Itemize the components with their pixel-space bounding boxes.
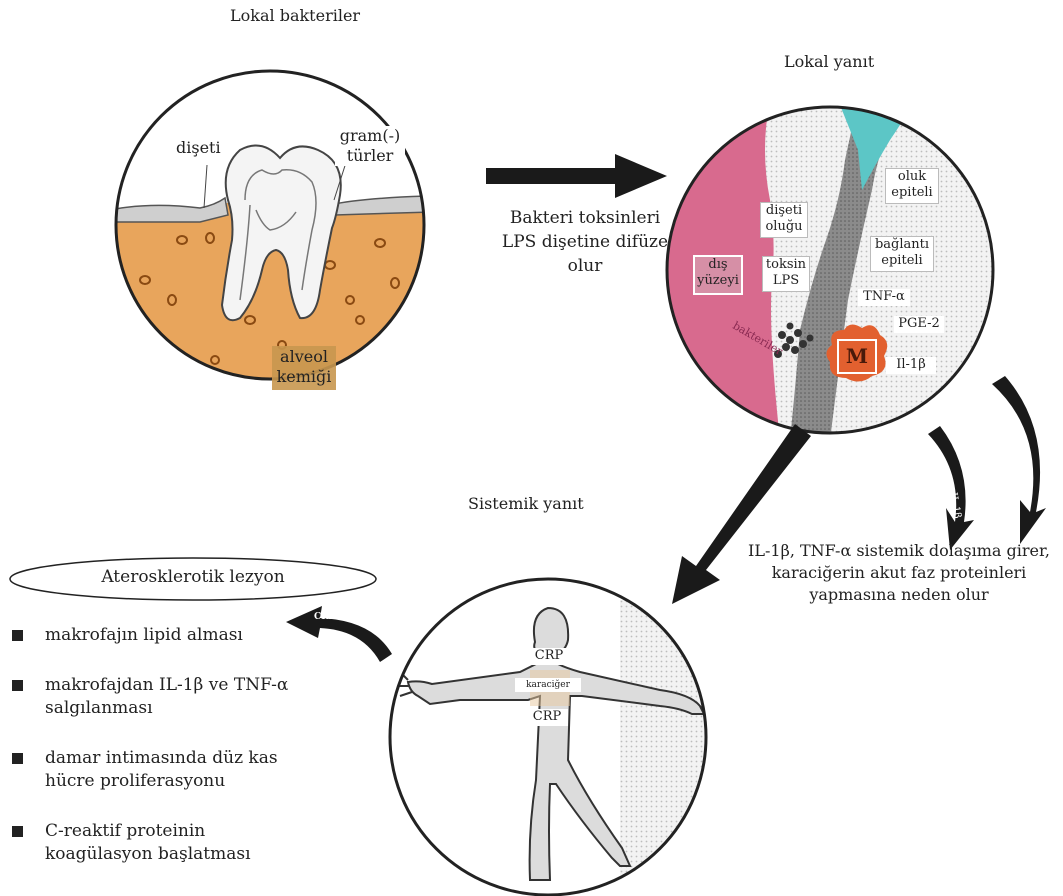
bullet-square-icon	[12, 753, 23, 764]
arrow-il1b	[928, 426, 974, 550]
label-crp-bottom: CRP	[526, 709, 568, 726]
bullet-square-icon	[12, 680, 23, 691]
label-alveolar-bone: alveol kemiği	[272, 347, 336, 387]
label-gram-negative: gram(-) türler	[335, 126, 405, 166]
label-pge2: PGE-2	[894, 316, 944, 333]
list-item: makrofajdan IL-1β ve TNF-α salgılanması	[12, 674, 342, 720]
arrow-diffusion	[486, 154, 667, 198]
tooth-panel	[100, 60, 440, 400]
label-sulcular-epithelium: oluk epiteli	[885, 168, 939, 204]
list-item: makrofajın lipid alması	[12, 624, 342, 647]
label-macrophage: M	[837, 339, 877, 374]
lesion-effects-list: makrofajın lipid alması makrofajdan IL-1…	[12, 624, 342, 893]
caption-systemic: IL-1β, TNF-α sistemik dolaşıma girer, ka…	[740, 540, 1058, 606]
label-il1b: Il-1β	[886, 357, 936, 374]
label-liver: karaciğer	[515, 678, 581, 692]
title-local-bacteria: Lokal bakteriler	[230, 6, 360, 25]
label-junctional-epithelium: bağlantı epiteli	[870, 236, 934, 272]
caption-diffusion: Bakteri toksinleri LPS dişetine difüze o…	[490, 206, 680, 278]
label-arrow-crp: CRP	[314, 612, 335, 622]
bullet-square-icon	[12, 630, 23, 641]
label-outer-surface: dış yüzeyi	[693, 255, 743, 295]
lesion-title: Aterosklerotik lezyon	[10, 567, 376, 587]
bullet-square-icon	[12, 826, 23, 837]
label-gingival-sulcus: dişeti oluğu	[760, 202, 808, 238]
label-toxin-lps: toksin LPS	[762, 256, 810, 292]
title-systemic-response: Sistemik yanıt	[468, 494, 584, 513]
label-tnf-alpha: TNF-α	[858, 289, 910, 306]
list-item: damar intimasında düz kas hücre prolifer…	[12, 747, 342, 793]
list-item: C-reaktif proteinin koagülasyon başlatma…	[12, 820, 342, 866]
body-panel	[385, 575, 740, 896]
label-gingiva: dişeti	[176, 138, 221, 157]
title-local-response: Lokal yanıt	[784, 52, 874, 71]
label-crp-top: CRP	[529, 648, 569, 665]
